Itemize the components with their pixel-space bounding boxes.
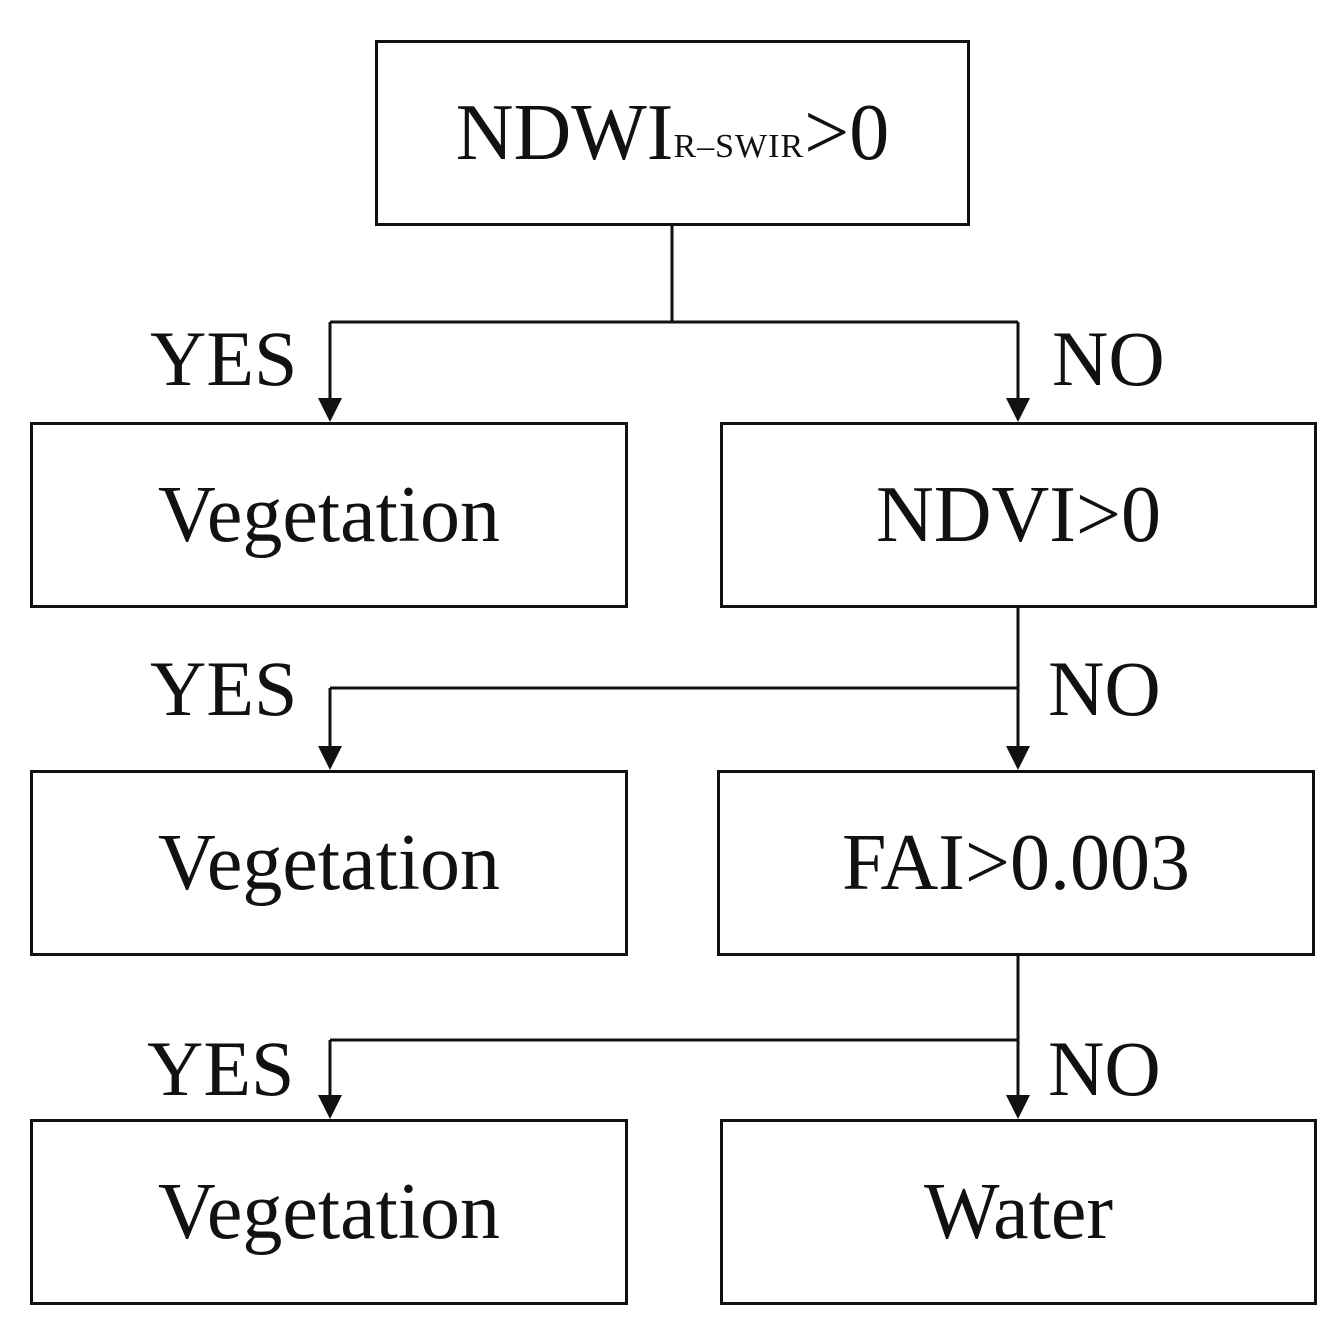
edge-label-ndvi-yes: YES bbox=[150, 645, 298, 732]
edge-label-root-yes: YES bbox=[150, 315, 298, 402]
arrowhead-ndvi-yes bbox=[318, 746, 342, 770]
node-vegetation-2: Vegetation bbox=[30, 770, 628, 956]
edge-label-ndvi-no: NO bbox=[1048, 645, 1161, 732]
node-root-subscript: R–SWIR bbox=[673, 128, 805, 165]
arrowhead-ndvi-no bbox=[1006, 746, 1030, 770]
arrowhead-root-no bbox=[1006, 398, 1030, 422]
edge-label-fai-no: NO bbox=[1048, 1025, 1161, 1112]
edge-label-fai-yes: YES bbox=[147, 1025, 295, 1112]
node-vegetation-3: Vegetation bbox=[30, 1119, 628, 1305]
node-fai: FAI>0.003 bbox=[717, 770, 1315, 956]
node-water: Water bbox=[720, 1119, 1317, 1305]
arrowhead-fai-yes bbox=[318, 1095, 342, 1119]
arrowhead-root-yes bbox=[318, 398, 342, 422]
node-root-suffix: >0 bbox=[804, 89, 890, 177]
node-root-main: NDWI bbox=[455, 89, 674, 177]
node-ndvi: NDVI>0 bbox=[720, 422, 1317, 608]
node-vegetation-1: Vegetation bbox=[30, 422, 628, 608]
edge-label-root-no: NO bbox=[1052, 315, 1165, 402]
arrowhead-fai-no bbox=[1006, 1095, 1030, 1119]
